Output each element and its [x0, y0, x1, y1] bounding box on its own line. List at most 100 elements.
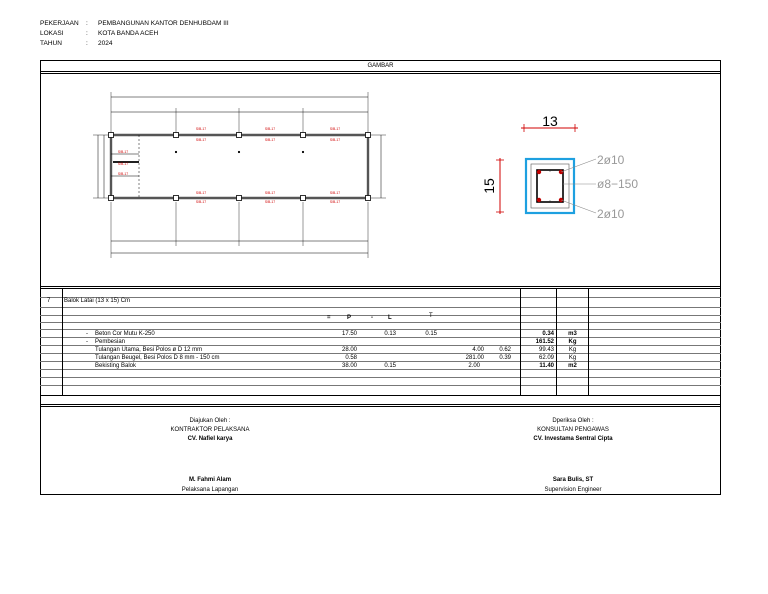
- row-p: 0.58: [345, 355, 357, 361]
- divider: [40, 395, 721, 396]
- row-l: 0.13: [384, 331, 396, 337]
- divider: [40, 329, 721, 330]
- row-unit: m2: [568, 363, 577, 369]
- beam-cross-section: 13 15 2ø10 ø8−150 2ø10: [481, 113, 638, 221]
- formula-l: L: [388, 315, 392, 321]
- sig-left-company: CV. Nafiel karya: [187, 436, 233, 442]
- row-t: 0.15: [425, 331, 437, 337]
- drawing-title: GAMBAR: [367, 63, 394, 69]
- sig-left-title: Pelaksana Lapangan: [181, 487, 239, 493]
- section-top-rebar: 2ø10: [597, 153, 625, 167]
- divider: [40, 377, 721, 378]
- col-divider: [556, 288, 557, 396]
- row-total: 11.40: [539, 363, 554, 369]
- row-x1: 2.00: [468, 363, 480, 369]
- row-p: 17.50: [341, 331, 357, 337]
- sig-right-role: KONSULTAN PENGAWAS: [537, 427, 609, 433]
- beam-tag: S/B-17: [330, 138, 340, 142]
- row-total: 0.34: [542, 331, 554, 337]
- beam-tag: S/B-17: [196, 191, 206, 195]
- beam-tag: S/B-17: [330, 200, 340, 204]
- formula-t: T: [429, 313, 433, 319]
- row-p: 38.00: [341, 363, 357, 369]
- section-bottom-rebar: 2ø10: [597, 207, 625, 221]
- divider: [40, 337, 721, 338]
- beam-tag: S/B-17: [265, 200, 275, 204]
- divider: [40, 322, 721, 323]
- divider: [40, 288, 721, 289]
- header-label: PEKERJAAN: [40, 20, 79, 27]
- header-row-lokasi: LOKASI:KOTA BANDA ACEH: [40, 30, 159, 37]
- drawing-area: S/B-17 S/B-17 S/B-17 S/B-17 S/B-17 S/B-1…: [93, 92, 638, 258]
- header-label: LOKASI: [40, 30, 64, 37]
- beam-tag: S/B-17: [265, 127, 275, 131]
- col-divider: [588, 288, 589, 396]
- beam-tag: S/B-17: [196, 127, 206, 131]
- header-row-pekerjaan: PEKERJAAN:PEMBANGUNAN KANTOR DENHUBDAM I…: [40, 20, 229, 27]
- beam-tag: S/B-17: [196, 200, 206, 204]
- beam-tag: S/B-17: [196, 138, 206, 142]
- row-x2: 0.62: [499, 347, 511, 353]
- sig-right-caption: Dperiksa Oleh :: [552, 418, 594, 424]
- row-x1: 281.00: [465, 355, 484, 361]
- row-total: 99.43: [538, 347, 554, 353]
- header-value: PEMBANGUNAN KANTOR DENHUBDAM III: [98, 20, 229, 27]
- header-label: TAHUN: [40, 40, 62, 47]
- sig-left-caption: Diajukan Oleh :: [189, 418, 231, 424]
- sig-right-title: Supervision Engineer: [544, 487, 602, 493]
- row-x2: 0.39: [499, 355, 511, 361]
- row-x1: 4.00: [472, 347, 484, 353]
- row-name: Tulangan Utama, Besi Polos ø D 12 mm: [95, 347, 203, 353]
- beam-tag: S/B-17: [330, 191, 340, 195]
- formula-p: P: [347, 315, 352, 321]
- row-dash: -: [86, 331, 88, 337]
- divider: [40, 345, 721, 346]
- row-unit: Kg: [568, 339, 577, 345]
- sig-right-company: CV. Investama Sentral Cipta: [533, 436, 613, 442]
- beam-tag: S/B-17: [118, 162, 128, 166]
- beam-tag: S/B-17: [265, 191, 275, 195]
- divider: [40, 297, 721, 298]
- divider: [40, 353, 721, 354]
- row-l: 0.15: [384, 363, 396, 369]
- row-unit: Kg: [568, 355, 577, 361]
- col-divider: [62, 288, 63, 396]
- divider: [40, 73, 721, 74]
- row-total: 62.09: [538, 355, 554, 361]
- item-number: 7: [47, 298, 51, 304]
- row-name: Pembesian: [95, 339, 126, 345]
- row-name: Bekisting Balok: [95, 363, 137, 369]
- header-row-tahun: TAHUN:2024: [40, 40, 113, 47]
- row-dash: -: [86, 339, 88, 345]
- formula-equals: =: [327, 315, 331, 321]
- row-unit: m3: [568, 331, 577, 337]
- row-unit: Kg: [568, 347, 577, 353]
- divider: [40, 307, 721, 308]
- sig-right-name: Sara Bulis, ST: [552, 477, 594, 483]
- header-value: 2024: [98, 40, 113, 47]
- item-description: Balok Latai (13 x 15) Cm: [64, 298, 131, 304]
- divider: [40, 71, 721, 72]
- beam-tag: S/B-17: [118, 150, 128, 154]
- section-height-label: 15: [481, 178, 497, 194]
- floor-plan: [93, 92, 386, 258]
- section-stirrup: ø8−150: [597, 177, 638, 191]
- beam-tag: S/B-17: [265, 138, 275, 142]
- beam-tag: S/B-17: [330, 127, 340, 131]
- divider: [40, 286, 721, 287]
- divider: [40, 369, 721, 370]
- divider: [40, 406, 721, 407]
- header-value: KOTA BANDA ACEH: [98, 30, 159, 37]
- row-name: Beton Cor Mutu K-250: [95, 331, 155, 337]
- divider: [40, 404, 721, 405]
- beam-tag: S/B-17: [118, 172, 128, 176]
- col-divider: [520, 288, 521, 396]
- divider: [40, 315, 721, 316]
- divider: [40, 385, 721, 386]
- section-width-label: 13: [542, 113, 558, 129]
- sig-left-name: M. Fahmi Alam: [188, 477, 232, 483]
- row-total: 161.52: [535, 339, 554, 345]
- row-name: Tulangan Beugel, Besi Polos D 8 mm - 150…: [95, 355, 220, 361]
- sig-left-role: KONTRAKTOR PELAKSANA: [170, 427, 250, 433]
- divider: [40, 361, 721, 362]
